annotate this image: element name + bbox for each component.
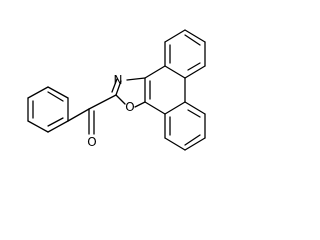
phenanthrene-upper-ring bbox=[164, 29, 206, 79]
oxazole-ring bbox=[111, 77, 146, 108]
carbonyl-oxygen-atom-label: O bbox=[87, 135, 96, 149]
carbonyl-double-bond bbox=[88, 108, 95, 135]
ring-oxygen-atom-label: O bbox=[125, 100, 134, 114]
bond-carbonyl-oxazole bbox=[88, 94, 117, 110]
phenyl-ring bbox=[27, 86, 69, 133]
nitrogen-atom-label: N bbox=[114, 73, 123, 87]
chemical-structure-diagram: N O O bbox=[27, 29, 206, 151]
bond-phenyl-carbonyl bbox=[67, 108, 90, 122]
phenanthrene-central-ring bbox=[144, 65, 186, 115]
phenanthrene-lower-ring bbox=[164, 101, 206, 151]
